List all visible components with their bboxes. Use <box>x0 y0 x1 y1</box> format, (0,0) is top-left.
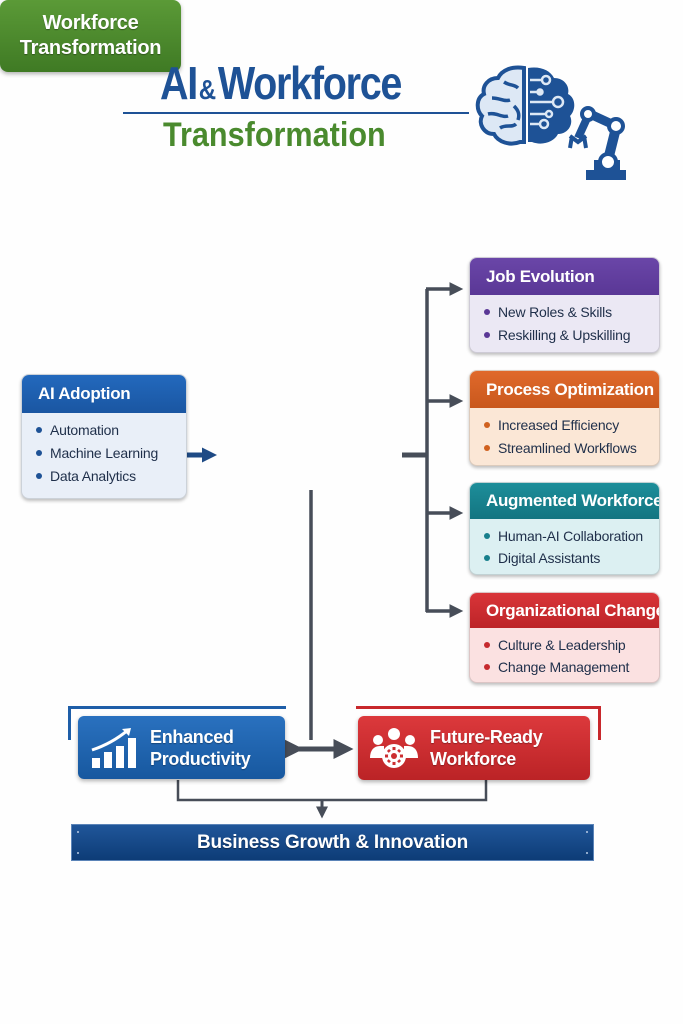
bullet-icon <box>484 422 490 429</box>
brain-left-half-icon <box>475 65 526 146</box>
job-evolution-card: Job Evolution New Roles & Skills Reskill… <box>469 257 660 353</box>
job-evolution-title: Job Evolution <box>470 258 659 295</box>
future-ready-line2: Workforce <box>430 749 516 769</box>
bullet-icon <box>484 642 490 649</box>
augmented-workforce-title: Augmented Workforce <box>470 483 659 519</box>
rivet-decoration <box>586 852 588 854</box>
rivet-decoration <box>77 852 79 854</box>
title-ai: AI <box>160 57 198 109</box>
connector-outcomes-to-banner <box>176 780 488 802</box>
business-growth-banner: Business Growth & Innovation <box>71 824 594 861</box>
center-line2: Transformation <box>19 37 162 59</box>
future-ready-workforce-box: Future-Ready Workforce <box>358 716 590 780</box>
robot-arm-icon <box>568 106 626 180</box>
list-item: Streamlined Workflows <box>484 437 659 460</box>
future-ready-line1: Future-Ready <box>430 727 543 747</box>
list-item: Human-AI Collaboration <box>484 525 659 547</box>
bullet-icon <box>484 533 490 540</box>
banner-label: Business Growth & Innovation <box>197 831 468 853</box>
bullet-icon <box>36 473 42 480</box>
future-ready-bracket <box>356 706 601 740</box>
enhanced-productivity-box: Enhanced Productivity <box>78 716 285 779</box>
rivet-decoration <box>586 831 588 833</box>
list-item: Data Analytics <box>36 465 186 488</box>
bullet-icon <box>484 309 490 316</box>
list-item: Increased Efficiency <box>484 414 659 437</box>
bullet-icon <box>36 427 42 434</box>
team-gear-icon <box>370 728 418 768</box>
process-optimization-card: Process Optimization Increased Efficienc… <box>469 370 660 466</box>
list-item: Culture & Leadership <box>484 634 659 656</box>
workforce-transformation-node: Workforce Transformation <box>0 0 181 72</box>
list-item: Machine Learning <box>36 442 186 465</box>
organizational-change-title: Organizational Change <box>470 593 659 628</box>
title-transformation: Transformation <box>163 116 386 154</box>
organizational-change-card: Organizational Change Culture & Leadersh… <box>469 592 660 683</box>
title-ampersand: & <box>198 74 217 105</box>
bullet-icon <box>484 664 490 671</box>
process-optimization-title: Process Optimization <box>470 371 659 408</box>
ai-adoption-card: AI Adoption Automation Machine Learning … <box>21 374 187 499</box>
list-item: Change Management <box>484 656 659 678</box>
ai-adoption-title: AI Adoption <box>22 375 186 413</box>
productivity-line2: Productivity <box>150 748 251 769</box>
rivet-decoration <box>77 831 79 833</box>
title-workforce: Workforce <box>217 57 403 109</box>
bullet-icon <box>36 450 42 457</box>
title-ai-workforce: AI&Workforce <box>160 57 403 109</box>
brain-circuit-robot-arm-icon <box>475 65 626 180</box>
title-divider <box>123 112 469 114</box>
center-line1: Workforce <box>42 12 139 34</box>
growth-chart-icon <box>91 727 136 768</box>
productivity-line1: Enhanced <box>150 726 234 747</box>
list-item: Digital Assistants <box>484 547 659 569</box>
list-item: New Roles & Skills <box>484 301 659 324</box>
list-item: Automation <box>36 419 186 442</box>
bullet-icon <box>484 555 490 562</box>
bullet-icon <box>484 445 490 452</box>
bullet-icon <box>484 332 490 339</box>
productivity-bracket <box>68 706 286 740</box>
augmented-workforce-card: Augmented Workforce Human-AI Collaborati… <box>469 482 660 575</box>
list-item: Reskilling & Upskilling <box>484 324 659 347</box>
